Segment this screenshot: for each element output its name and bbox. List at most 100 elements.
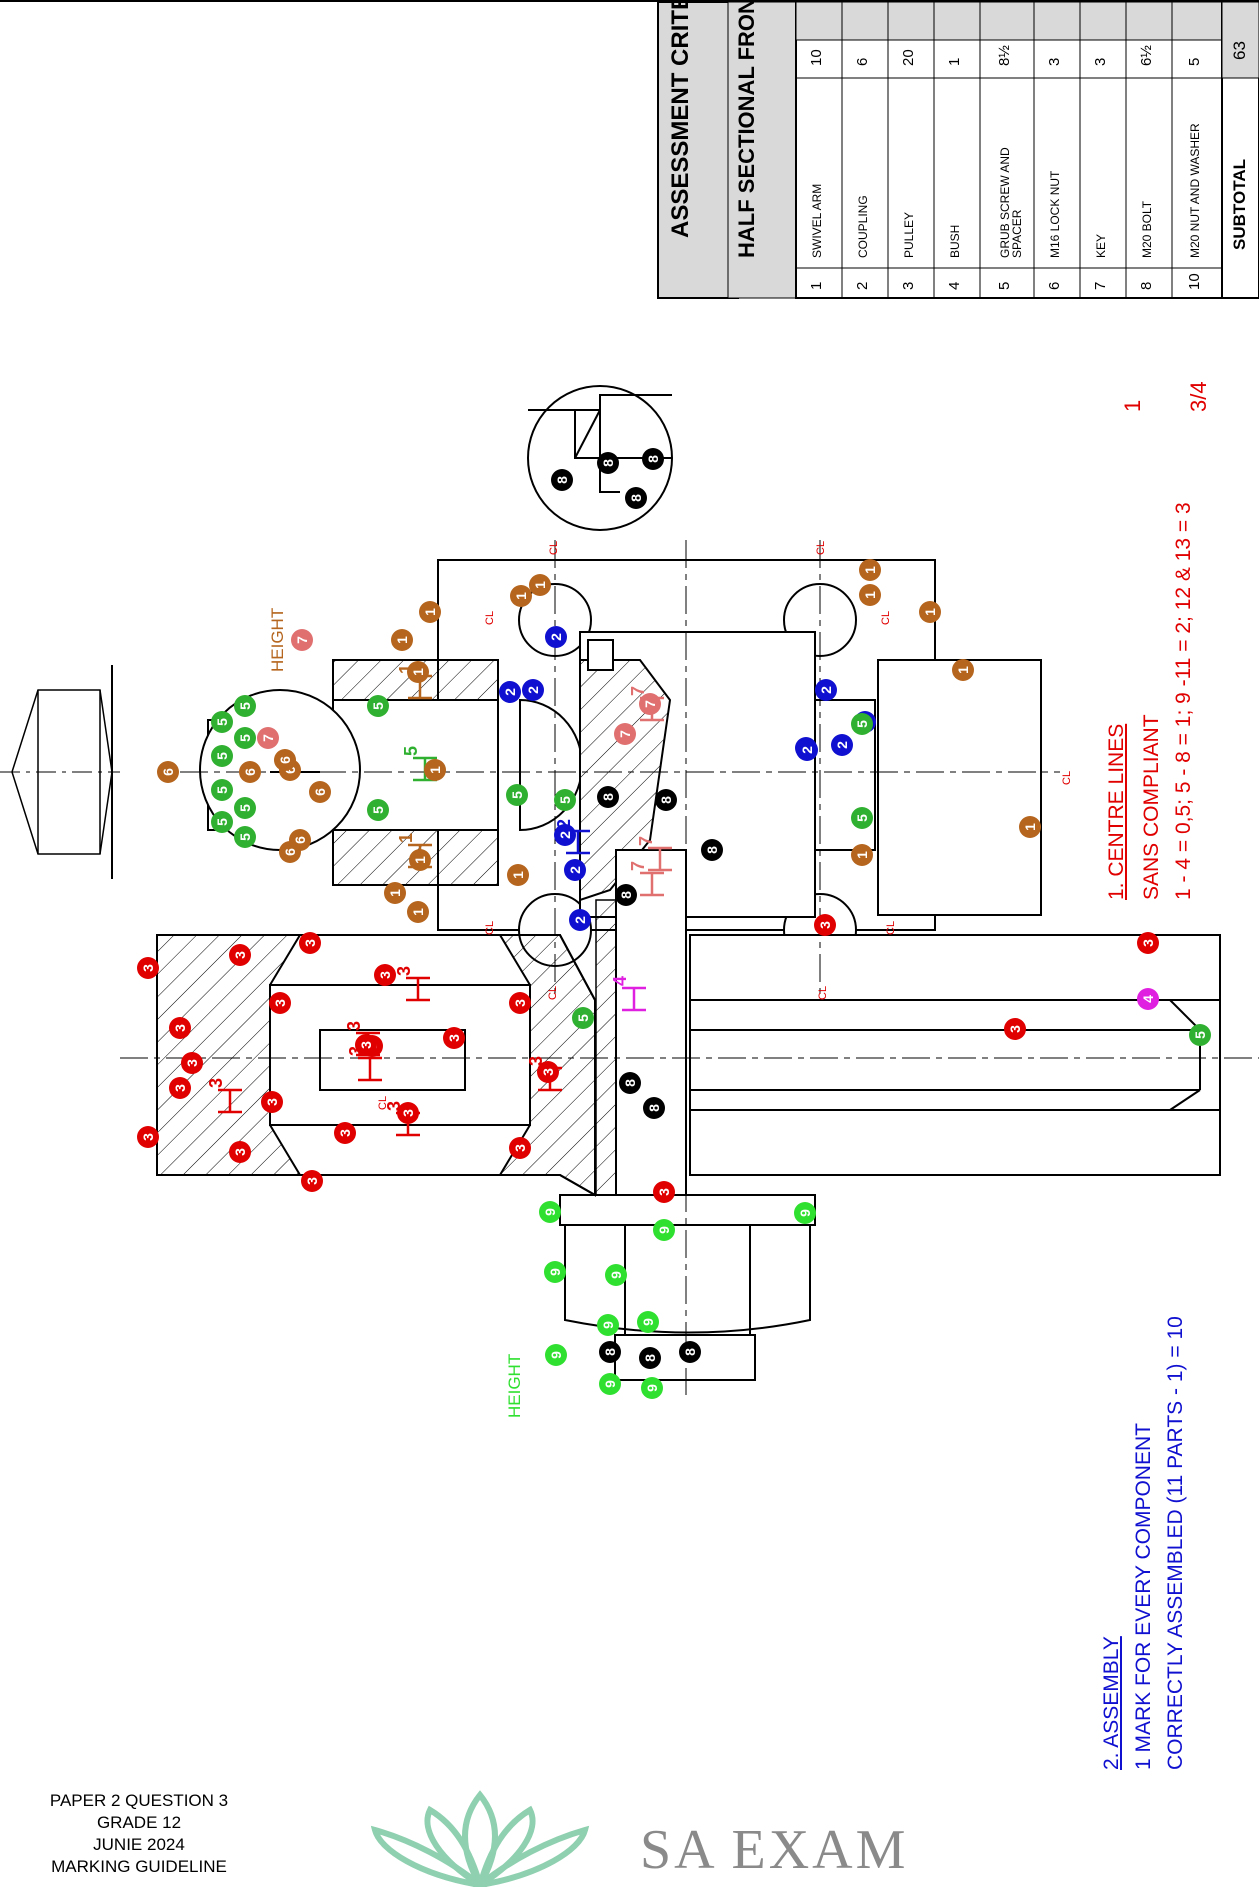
marker-part-1: 1 [529, 574, 551, 596]
marker-part-6: 6 [157, 761, 179, 783]
assembly-line2: CORRECTLY ASSEMBLED (11 PARTS - 1) = 10 [1164, 1316, 1187, 1770]
marker-circle [374, 964, 396, 986]
marker-number: 9 [644, 1384, 660, 1392]
table-grid [841, 2, 1173, 298]
table-row-mark: 6 [854, 57, 872, 66]
marker-number: 5 [854, 720, 870, 728]
marker-circle [367, 695, 389, 717]
marker-circle [169, 1077, 191, 1099]
mark-allocation-markers: 1111111111111111222222222223333333333333… [137, 448, 1211, 1399]
marker-circle [137, 957, 159, 979]
marker-circle [506, 784, 528, 806]
svg-text:CL: CL [885, 921, 897, 935]
marker-circle [137, 1126, 159, 1148]
marker-circle [367, 799, 389, 821]
marker-number: 8 [642, 1354, 658, 1362]
svg-text:CL: CL [377, 1096, 389, 1110]
marker-part-1: 1 [391, 629, 413, 651]
marker-part-1: 1 [419, 601, 441, 623]
marker-circle [545, 1344, 567, 1366]
marker-part-3: 3 [261, 1091, 283, 1113]
marker-part-5: 5 [211, 779, 233, 801]
height-mark-part-3: 3 [394, 966, 430, 1002]
subtotal-value: 63 [1230, 41, 1249, 60]
marker-part-1: 1 [919, 601, 941, 623]
assembly-title: 2. ASSEMBLY [1100, 1636, 1123, 1770]
marker-number: 5 [370, 806, 386, 814]
marker-number: 6 [282, 766, 298, 774]
marker-circle [851, 844, 873, 866]
svg-text:CL: CL [484, 611, 496, 625]
height-label-nut: HEIGHT [505, 1353, 524, 1418]
marker-part-2: 2 [499, 681, 521, 703]
marker-circle [1004, 1018, 1026, 1040]
marker-part-5: 5 [234, 695, 256, 717]
marker-circle [619, 1072, 641, 1094]
centre-lines-rule: 1 - 4 = 0,5; 5 - 8 = 1; 9 -11 = 2; 12 & … [1172, 502, 1195, 900]
marker-circle [851, 713, 873, 735]
marker-number: 1 [394, 636, 410, 644]
table-row-item: BUSH [948, 224, 963, 258]
marker-number: 8 [618, 891, 634, 899]
marker-circle [522, 679, 544, 701]
marker-part-6: 6 [289, 829, 311, 851]
marker-part-8: 8 [643, 1097, 665, 1119]
marker-part-8: 8 [655, 789, 677, 811]
svg-text:CL: CL [484, 921, 496, 935]
marker-part-5: 5 [1189, 1024, 1211, 1046]
marker-part-7: 7 [257, 727, 279, 749]
marker-number: 3 [540, 1068, 556, 1076]
footer-info: PAPER 2 QUESTION 3 GRADE 12 JUNIE 2024 M… [14, 1790, 264, 1878]
marker-part-1: 1 [409, 849, 431, 871]
marker-number: 1 [422, 608, 438, 616]
marker-number: 3 [232, 1148, 248, 1156]
marker-part-2: 2 [554, 824, 576, 846]
marker-number: 5 [214, 718, 230, 726]
brand-text: SA EXAM [640, 1819, 909, 1881]
marker-number: 5 [214, 818, 230, 826]
marker-circle [919, 601, 941, 623]
marker-part-3: 3 [299, 932, 321, 954]
marker-part-3: 3 [269, 992, 291, 1014]
marker-part-7: 7 [291, 629, 313, 651]
marker-part-3: 3 [301, 1170, 323, 1192]
bush [595, 899, 617, 1196]
table-row-item: PULLEY [902, 211, 917, 258]
marker-part-1: 1 [424, 759, 446, 781]
height-mark-number: 7 [628, 861, 648, 871]
marker-circle [211, 711, 233, 733]
marker-circle [637, 1311, 659, 1333]
marker-part-1: 1 [407, 901, 429, 923]
marker-number: 1 [1022, 823, 1038, 831]
marker-circle [639, 1347, 661, 1369]
svg-text:CL: CL [815, 541, 827, 555]
marker-part-2: 2 [815, 679, 837, 701]
marker-number: 3 [264, 1098, 280, 1106]
marker-circle [301, 1170, 323, 1192]
marker-number: 3 [512, 1144, 528, 1152]
marker-circle [539, 1201, 561, 1223]
height-mark-number: 7 [628, 686, 648, 696]
marker-circle [397, 1102, 419, 1124]
marker-number: 3 [512, 999, 528, 1007]
marker-circle [564, 859, 586, 881]
marker-circle [554, 789, 576, 811]
marker-number: 1 [510, 871, 526, 879]
marker-circle [572, 1007, 594, 1029]
table-row-mark: 20 [900, 49, 918, 66]
marker-circle [499, 681, 521, 703]
marker-part-3: 3 [137, 957, 159, 979]
marker-circle [234, 826, 256, 848]
marker-number: 1 [532, 581, 548, 589]
height-mark-part-3: 3 [206, 1078, 242, 1114]
marker-circle [859, 559, 881, 581]
marker-number: 8 [602, 1348, 618, 1356]
marker-circle [859, 584, 881, 606]
footer-date: JUNIE 2024 [93, 1835, 185, 1854]
marker-number: 5 [854, 814, 870, 822]
marker-part-3: 3 [443, 1027, 465, 1049]
marker-number: 5 [237, 702, 253, 710]
marker-number: 9 [548, 1351, 564, 1359]
marker-number: 2 [502, 688, 518, 696]
